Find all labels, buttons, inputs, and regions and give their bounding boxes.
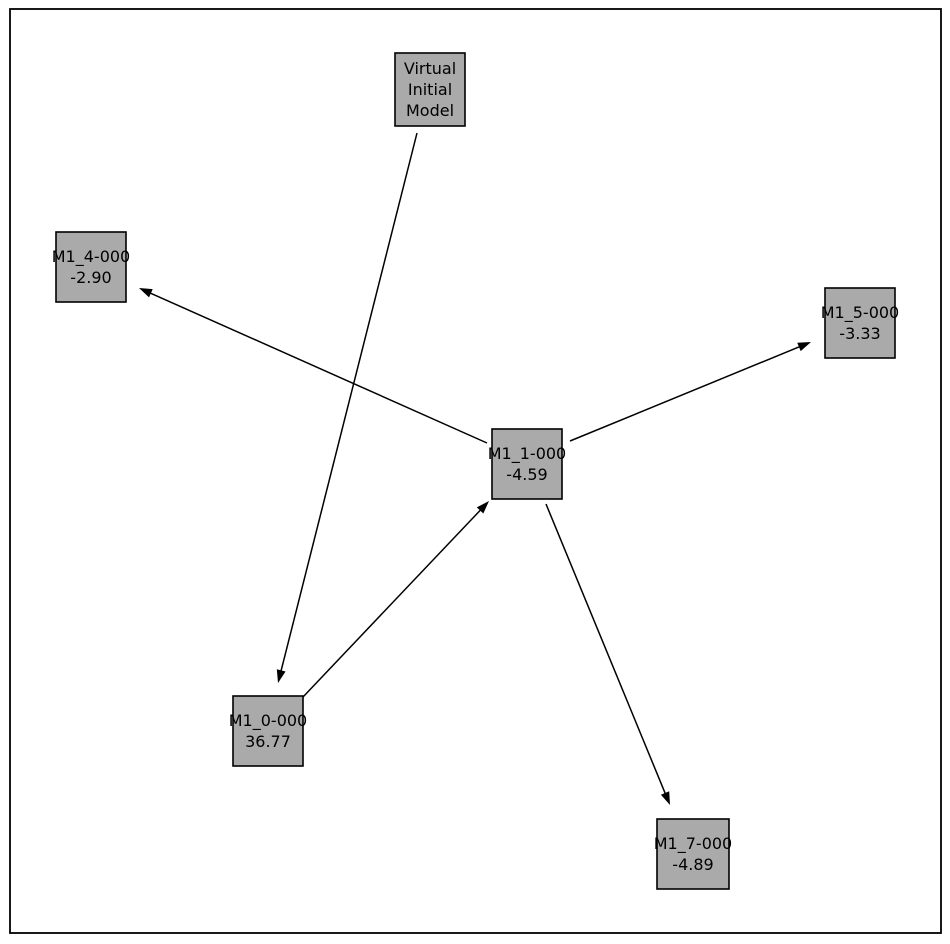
edge-line — [302, 509, 482, 698]
node-label-line: -3.33 — [839, 324, 880, 343]
edge-m1_0-000-to-m1_1-000 — [302, 501, 489, 698]
node-label-line: M1_1-000 — [488, 444, 566, 464]
node-box — [824, 287, 896, 359]
node-label-line: Model — [406, 101, 454, 120]
node-m1_1-000: M1_1-000-4.59 — [488, 428, 566, 500]
node-label-line: -4.59 — [506, 465, 547, 484]
node-label-line: M1_7-000 — [654, 834, 732, 854]
node-label-line: M1_0-000 — [229, 711, 307, 731]
node-box — [55, 231, 127, 303]
node-m1_5-000: M1_5-000-3.33 — [821, 287, 899, 359]
node-box — [491, 428, 563, 500]
edge-line — [545, 503, 667, 795]
node-label-line: -4.89 — [672, 855, 713, 874]
node-box — [656, 818, 730, 890]
edge-line — [149, 292, 488, 444]
arrowhead-icon — [660, 791, 670, 805]
node-m1_7-000: M1_7-000-4.89 — [654, 818, 732, 890]
edge-virtual-initial-model-to-m1_0-000 — [276, 132, 418, 683]
node-label-line: Virtual — [404, 59, 456, 78]
edge-line — [280, 132, 418, 672]
node-label-line: M1_5-000 — [821, 303, 899, 323]
node-box — [394, 52, 466, 127]
node-label-line: 36.77 — [245, 732, 291, 751]
arrowhead-icon — [139, 288, 153, 298]
edge-line — [569, 345, 801, 442]
node-label-line: M1_4-000 — [52, 247, 130, 267]
edge-m1_1-000-to-m1_5-000 — [569, 342, 811, 442]
arrowhead-icon — [797, 342, 811, 352]
edge-m1_1-000-to-m1_4-000 — [139, 288, 488, 444]
arrowhead-icon — [276, 669, 286, 683]
arrowhead-icon — [476, 501, 489, 514]
node-label-line: -2.90 — [70, 268, 111, 287]
node-label-line: Initial — [408, 80, 452, 99]
node-box — [232, 695, 304, 767]
figure-frame — [9, 8, 942, 934]
edge-m1_1-000-to-m1_7-000 — [545, 503, 670, 805]
node-m1_4-000: M1_4-000-2.90 — [52, 231, 130, 303]
